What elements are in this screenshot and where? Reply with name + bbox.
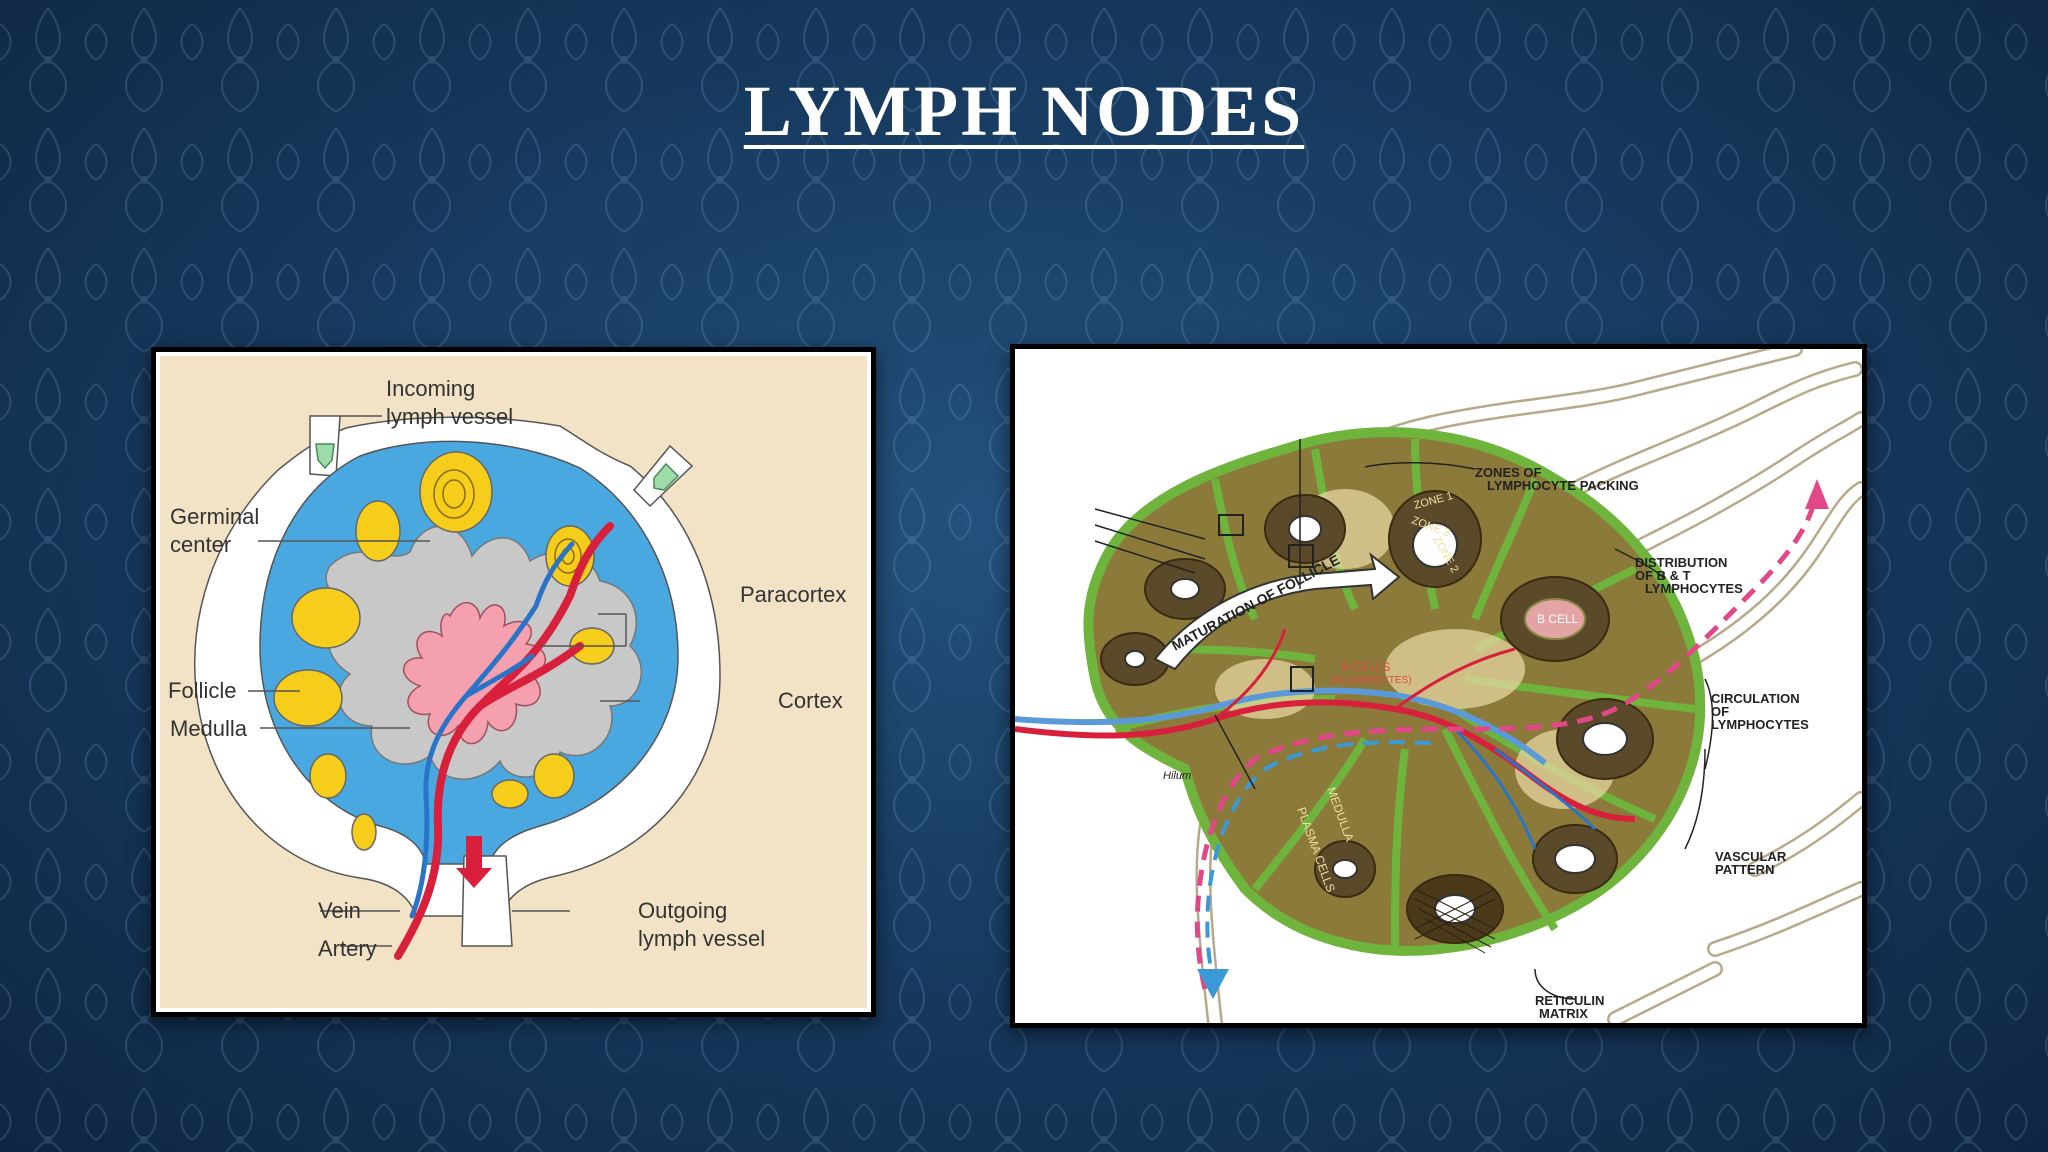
zone-marker-box [1218,514,1244,536]
distribution-label: DISTRIBUTION [1635,555,1727,570]
vascular-pattern-label: PATTERN [1715,862,1774,877]
circulation-arrow-icon [1805,479,1829,509]
lymph-node-architecture-panel: ZONES OF LYMPHOCYTE PACKING DISTRIBUTION… [1015,349,1862,1023]
germinal-center [1332,859,1358,879]
circulation-arrow-icon [1197,969,1229,999]
b-cell-zone [1524,598,1586,640]
distribution-label: OF B & T [1635,568,1691,583]
vein-label: Vein [318,898,361,923]
reticulin-matrix-label: MATRIX [1539,1006,1588,1021]
vascular-pattern-label: VASCULAR [1715,849,1787,864]
germinal-center [1124,650,1146,668]
lymph-node-diagram-frame: Incoming lymph vessel Germinal center Pa… [151,347,876,1017]
outgoing-lymph-vessel-label: Outgoing [638,898,727,923]
slide-title: LYMPH NODES [743,71,1305,151]
germinal-center [1288,515,1322,543]
medulla-label: Medulla [170,716,248,741]
artery-label: Artery [318,936,377,961]
germinal-center [1170,578,1200,600]
follicle [419,451,493,533]
cortex-label: Cortex [778,688,843,713]
zone-marker-box [1288,544,1314,568]
medulla-region [402,602,547,745]
lymph-node-cross-section-diagram: Incoming lymph vessel Germinal center Pa… [168,376,846,961]
incoming-lymph-vessel-label: lymph vessel [386,404,513,429]
b-cell-zone-label: B CELL [1537,612,1579,626]
germinal-center [433,469,582,574]
zones-label: ZONES OF [1475,465,1542,480]
follicle [355,500,401,562]
outgoing-lymph-vessel-label: lymph vessel [638,926,765,951]
leader-lines [1094,461,1714,1000]
blood-vessel-blue [1015,687,1547,766]
germinal-center [1412,522,1458,568]
follicle-label: Follicle [168,678,236,703]
follicle [309,753,347,799]
follicle [533,753,575,799]
b-cells-label: B CELLS [1341,660,1390,674]
circulation-label: OF [1711,704,1729,719]
zone-marker-box [1290,666,1314,692]
germinal-center [1582,722,1628,756]
leader-lines [248,415,640,947]
germinal-center-label: center [170,532,231,557]
germinal-center-label: Germinal [170,504,259,529]
blood-vessel-blue-2 [1453,727,1597,850]
maturation-arrow [1153,552,1401,671]
circulation-label: CIRCULATION [1711,691,1800,706]
distribution-label: LYMPHOCYTES [1645,581,1743,596]
hilum-label: Hilum [1163,770,1191,782]
follicles [1100,490,1654,944]
lymph-node-cross-section-panel: Incoming lymph vessel Germinal center Pa… [156,352,871,1012]
follicle [351,813,377,851]
lymphocyte-circulation-path-blue [1205,740,1436,990]
circulation-label: LYMPHOCYTES [1711,717,1809,732]
zones-label: LYMPHOCYTE PACKING [1487,478,1639,493]
lymph-node-architecture-frame: ZONES OF LYMPHOCYTE PACKING DISTRIBUTION… [1010,344,1867,1028]
follicle [291,587,361,649]
follicle [273,669,343,727]
paracortex-label: Paracortex [740,582,846,607]
reticulin-matrix-label: RETICULIN [1535,993,1604,1008]
outgoing-vessel-arrow-icon [456,836,492,888]
incoming-lymph-vessel-label: Incoming [386,376,475,401]
lymph-node-capsule [1083,427,1706,956]
reticulin-matrix [1414,888,1496,954]
incoming-vessel-right-valve-icon [653,462,680,491]
lymph-node-architecture-diagram: ZONES OF LYMPHOCYTE PACKING DISTRIBUTION… [1015,349,1862,1023]
blood-vessel-red-2 [1214,628,1516,721]
germinal-center [1554,844,1596,874]
plasmacytes-label: (PLASMACYTES) [1331,675,1412,686]
vein [409,541,575,919]
follicle [491,779,529,809]
lymphocyte-circulation-path [1194,498,1818,990]
incoming-vessel-left-valve-icon [315,443,335,470]
